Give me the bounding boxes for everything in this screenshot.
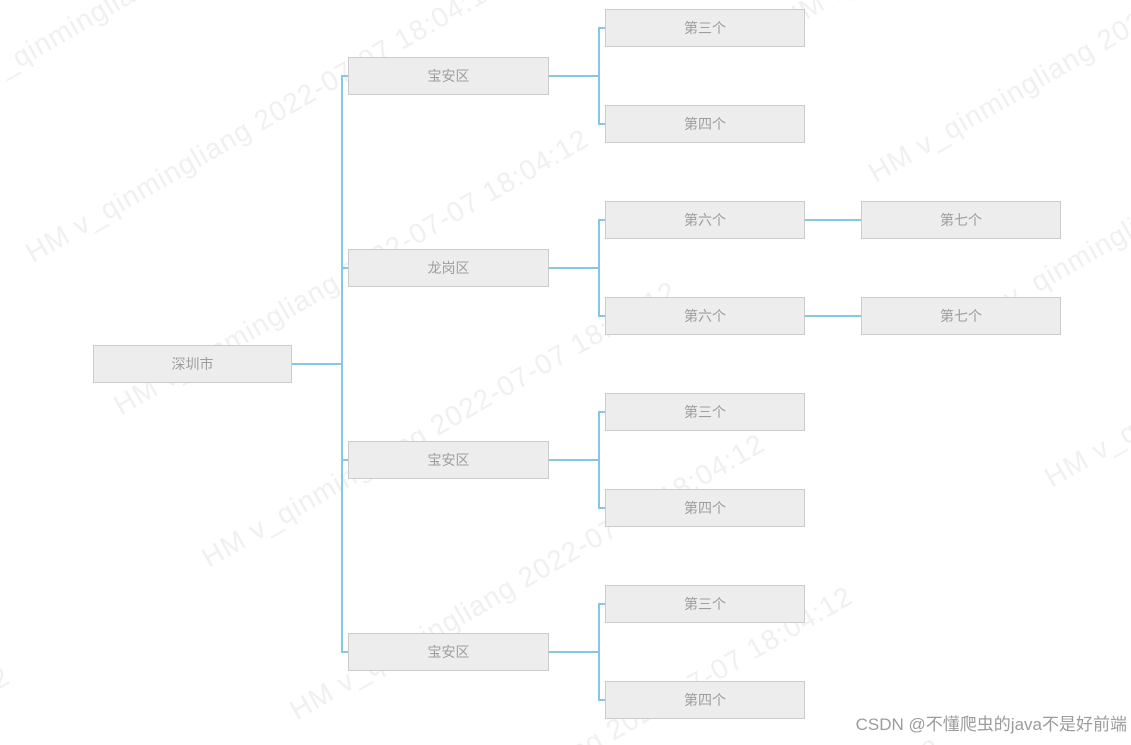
tree-node-leaf[interactable]: 第四个 (605, 681, 805, 719)
tree-connector (292, 363, 342, 365)
tree-connector (341, 75, 348, 77)
tree-node-leaf[interactable]: 第七个 (861, 297, 1061, 335)
tree-connector (598, 27, 605, 29)
tree-connector (549, 459, 599, 461)
tree-connector (598, 603, 605, 605)
tree-connector (549, 651, 599, 653)
tree-connector (341, 459, 348, 461)
tree-node-leaf[interactable]: 第四个 (605, 489, 805, 527)
tree-node-leaf[interactable]: 第三个 (605, 9, 805, 47)
watermark-row: HM v_qinmingliang 2022-07-07 18:04:12HM … (372, 195, 1131, 745)
tree-node-leaf[interactable]: 第六个 (605, 201, 805, 239)
csdn-credit-text: CSDN @不懂爬虫的java不是好前端 (855, 715, 1127, 734)
tree-connector (598, 123, 605, 125)
tree-connector (598, 27, 600, 125)
tree-connector (598, 219, 600, 317)
tree-node-district[interactable]: 龙岗区 (348, 249, 549, 287)
tree-node-leaf[interactable]: 第六个 (605, 297, 805, 335)
tree-node-root[interactable]: 深圳市 (93, 345, 292, 383)
tree-connector (598, 219, 605, 221)
tree-connector (341, 75, 343, 653)
tree-node-leaf[interactable]: 第四个 (605, 105, 805, 143)
tree-node-district[interactable]: 宝安区 (348, 441, 549, 479)
tree-connector (598, 603, 600, 701)
tree-connector (805, 219, 861, 221)
tree-node-leaf[interactable]: 第七个 (861, 201, 1061, 239)
tree-connector (598, 411, 600, 509)
tree-connector (341, 651, 348, 653)
tree-connector (598, 699, 605, 701)
tree-connector (549, 267, 599, 269)
tree-node-district[interactable]: 宝安区 (348, 633, 549, 671)
tree-connector (598, 507, 605, 509)
tree-connector (341, 267, 348, 269)
tree-connector (598, 315, 605, 317)
tree-connector (805, 315, 861, 317)
tree-node-leaf[interactable]: 第三个 (605, 585, 805, 623)
tree-node-district[interactable]: 宝安区 (348, 57, 549, 95)
tree-node-leaf[interactable]: 第三个 (605, 393, 805, 431)
tree-connector (549, 75, 599, 77)
tree-connector (598, 411, 605, 413)
